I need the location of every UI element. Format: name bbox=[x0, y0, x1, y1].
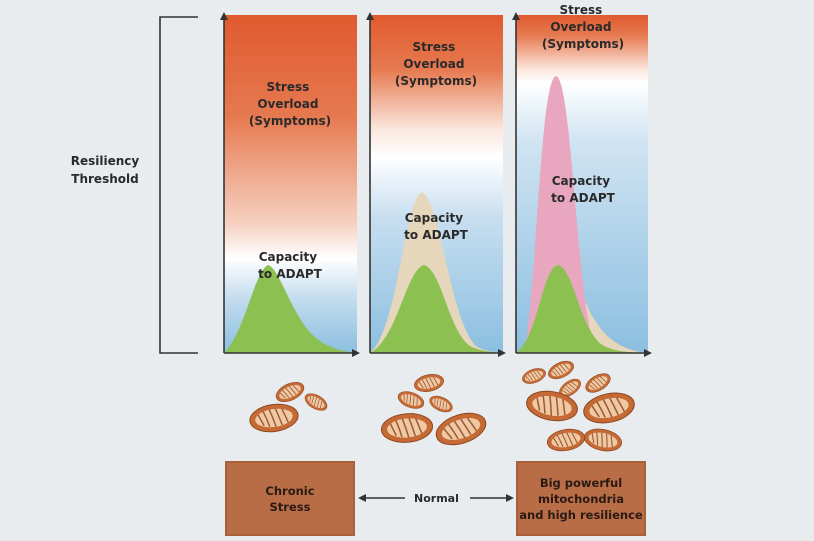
normal-label: Normal bbox=[414, 492, 459, 505]
high-resilience-box: Big powerful mitochondria and high resil… bbox=[516, 461, 646, 536]
mitochondrion-icon bbox=[582, 369, 614, 397]
mitochondrion-icon bbox=[301, 389, 331, 415]
capacity-curve-resilient bbox=[516, 265, 640, 353]
mitochondrion-icon bbox=[581, 425, 625, 455]
mitochondrion-icon bbox=[272, 377, 308, 407]
capacity-curve-chronic bbox=[224, 265, 357, 353]
mitochondrion-icon bbox=[426, 392, 456, 416]
mitochondrion-icon bbox=[580, 387, 638, 429]
stress-label-1: Stress Overload (Symptoms) bbox=[249, 80, 331, 128]
mitochondria-group-normal bbox=[379, 371, 491, 452]
mitochondria-group-chronic bbox=[247, 377, 331, 436]
panel-chronic-background bbox=[224, 15, 357, 353]
capacity-label-2: Capacity to ADAPT bbox=[404, 211, 468, 242]
capacity-peak-curve-resilient bbox=[524, 76, 596, 353]
mitochondria-group-resilient bbox=[519, 357, 638, 455]
mitochondrion-icon bbox=[545, 425, 587, 455]
panel-chronic bbox=[220, 12, 360, 357]
stress-label-3: Stress Overload (Symptoms) bbox=[542, 3, 624, 51]
mitochondrion-icon bbox=[519, 365, 549, 387]
resiliency-threshold-label: Resiliency Threshold bbox=[70, 154, 140, 186]
arrow-to-resilient bbox=[470, 494, 514, 502]
threshold-bracket bbox=[159, 16, 198, 354]
capacity-label-1: Capacity to ADAPT bbox=[258, 250, 322, 281]
mitochondrion-icon bbox=[431, 406, 491, 452]
mitochondrion-icon bbox=[545, 357, 577, 383]
arrow-to-chronic bbox=[358, 494, 405, 502]
panel-normal bbox=[366, 12, 506, 357]
capacity-label-3: Capacity to ADAPT bbox=[551, 174, 615, 205]
mitochondrion-icon bbox=[395, 387, 427, 413]
mitochondrion-icon bbox=[412, 371, 446, 395]
chronic-stress-box: Chronic Stress bbox=[225, 461, 355, 536]
stress-label-2: Stress Overload (Symptoms) bbox=[395, 40, 477, 88]
mitochondrion-icon bbox=[247, 400, 301, 436]
panel-resilient bbox=[512, 12, 652, 357]
mitochondrion-icon bbox=[379, 410, 435, 446]
capacity-curve-normal bbox=[370, 265, 503, 353]
